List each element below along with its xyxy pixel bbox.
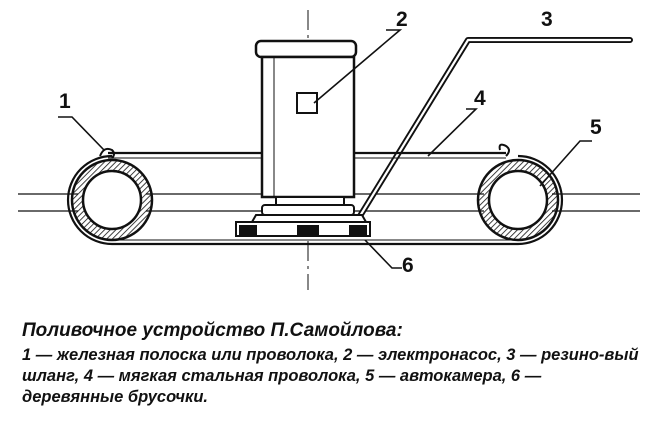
caption-text: 1 — железная полоска или проволока, 2 — …: [22, 346, 639, 406]
iron-strip: [66, 154, 564, 246]
label-6: 6: [402, 254, 414, 277]
left-inner-tube: [70, 158, 154, 242]
right-inner-tube: [476, 158, 560, 242]
label-5: 5: [590, 116, 602, 139]
electric-pump: [250, 39, 368, 223]
label-4: 4: [474, 87, 486, 110]
pump-diagram: 1 2 3 4 5 6: [18, 8, 640, 290]
leader-lines: [58, 29, 592, 269]
label-3: 3: [541, 8, 553, 31]
caption-title: Поливочное устройство П.Самойлова:: [22, 320, 403, 341]
figure-caption: Поливочное устройство П.Самойлова: 1 — ж…: [22, 319, 647, 408]
label-2: 2: [396, 8, 408, 31]
wooden-blocks: [235, 221, 371, 237]
label-1: 1: [59, 90, 71, 113]
